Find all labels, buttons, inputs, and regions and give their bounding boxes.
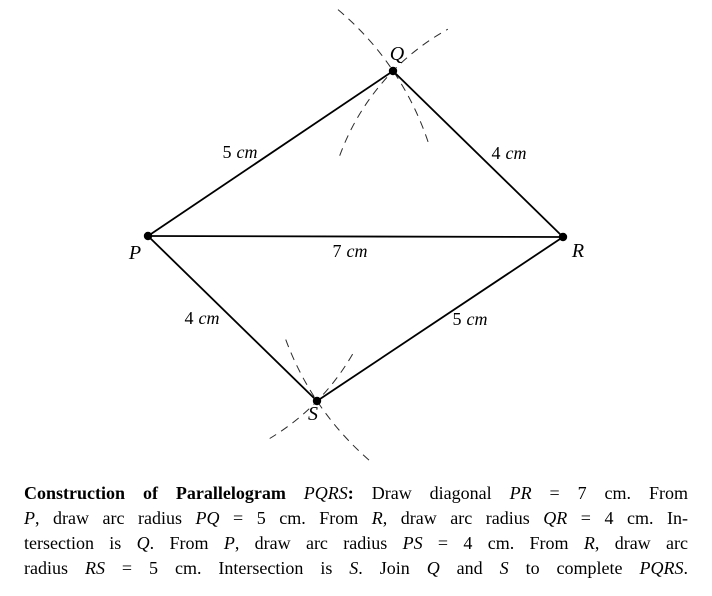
caption-line: P, draw arc radius PQ = 5 cm. From R, dr… (24, 508, 688, 528)
parallelogram-edges (147, 70, 564, 402)
vertex-dots (143, 66, 568, 406)
side-pq (147, 70, 394, 237)
construction-caption: Construction of Parallelogram PQRS: Draw… (24, 481, 688, 581)
arc-from-p-through-q (337, 9, 430, 145)
caption-line: radius RS = 5 cm. Intersection is S. Joi… (24, 558, 688, 578)
caption-line: tersection is Q. From P, draw arc radius… (24, 533, 688, 553)
arc-from-r-through-s (284, 337, 370, 461)
point-s (312, 396, 322, 406)
point-q (388, 66, 398, 76)
label-vertex-p: P (128, 242, 141, 264)
arc-from-r-through-q (339, 28, 449, 156)
label-vertex-r: R (571, 240, 584, 262)
point-p (143, 231, 153, 241)
label-vertex-s: S (308, 403, 318, 425)
label-vertex-q: Q (390, 43, 405, 65)
side-qr (392, 70, 564, 238)
vertex-labels: Q P R S (128, 43, 584, 425)
point-r (558, 232, 568, 242)
diagonal-pr (147, 235, 564, 238)
side-ps (147, 235, 318, 402)
compass-arcs (269, 9, 449, 461)
caption-line: Construction of Parallelogram PQRS: Draw… (24, 483, 688, 503)
side-sr (316, 236, 564, 402)
